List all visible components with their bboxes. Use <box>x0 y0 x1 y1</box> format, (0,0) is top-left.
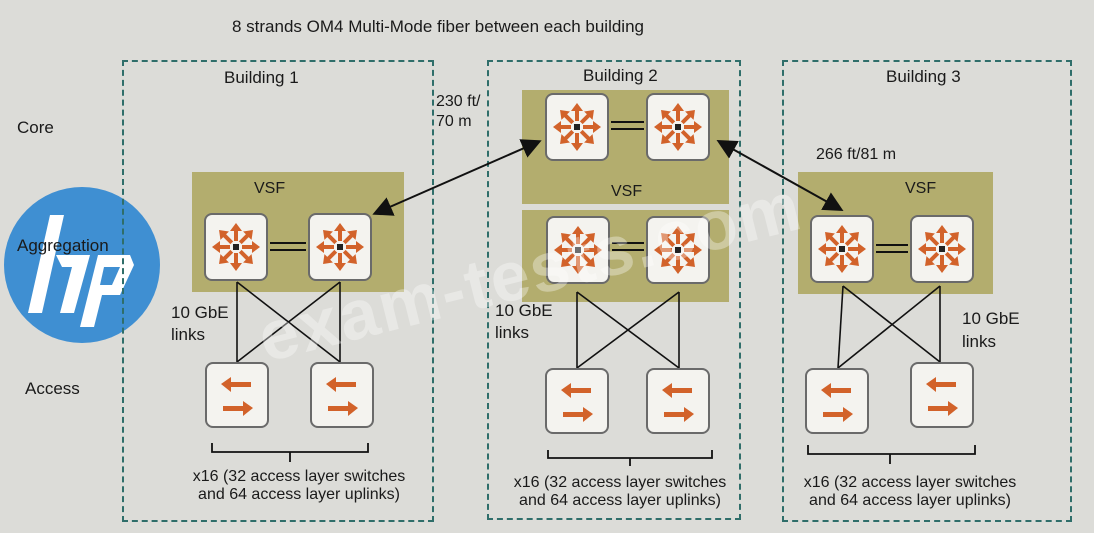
b3-links-line-2: links <box>962 332 997 351</box>
b2-access-switch-2 <box>646 368 710 434</box>
router-arrows-icon <box>918 225 966 273</box>
distance-b1-b2-m: 70 m <box>436 113 472 130</box>
b1-note-line-1: x16 (32 access layer switches <box>192 468 406 485</box>
building-1-boundary <box>122 60 434 522</box>
building-3-title: Building 3 <box>886 67 961 86</box>
distance-b1-b2: 230 ft/ 70 m <box>436 92 480 132</box>
router-arrows-icon <box>553 103 601 151</box>
b3-aggregation-switch-1 <box>810 215 874 283</box>
building-1-vsf-label: VSF <box>254 180 286 197</box>
diagram-title: 8 strands OM4 Multi-Mode fiber between e… <box>232 17 644 36</box>
b2-access-switch-1 <box>545 368 609 434</box>
switch-arrows-icon <box>821 383 853 422</box>
switch-arrows-icon <box>662 383 694 422</box>
b2-note-line-1: x16 (32 access layer switches <box>513 474 727 491</box>
switch-arrows-icon <box>221 377 253 416</box>
router-arrows-icon <box>554 226 602 274</box>
building-1-title: Building 1 <box>224 68 299 87</box>
hp-logo <box>4 187 160 343</box>
b2-links-line-1: 10 GbE <box>495 301 553 320</box>
b1-access-switch-1 <box>205 362 269 428</box>
b3-links-label: 10 GbE links <box>962 307 1020 353</box>
b3-note-line-1: x16 (32 access layer switches <box>803 474 1017 491</box>
b1-access-note: x16 (32 access layer switches and 64 acc… <box>174 468 424 505</box>
b3-aggregation-switch-2 <box>910 215 974 283</box>
layer-label-access: Access <box>25 379 80 398</box>
layer-label-aggregation: Aggregation <box>17 236 109 255</box>
b2-core-switch-2 <box>646 93 710 161</box>
router-arrows-icon <box>818 225 866 273</box>
building-3-boundary <box>782 60 1072 522</box>
distance-b2-b3: 266 ft/81 m <box>816 146 897 163</box>
b2-aggregation-switch-1 <box>546 216 610 284</box>
switch-arrows-icon <box>326 377 358 416</box>
building-3-vsf-label: VSF <box>905 180 937 197</box>
b2-links-line-2: links <box>495 323 530 342</box>
switch-arrows-icon <box>561 383 593 422</box>
b2-note-line-2: and 64 access layer uplinks) <box>519 492 721 510</box>
b3-access-switch-1 <box>805 368 869 434</box>
fiber-link-b2-b3 <box>716 140 844 211</box>
b2-core-switch-1 <box>545 93 609 161</box>
router-arrows-icon <box>654 103 702 151</box>
b3-note-line-2: and 64 access layer uplinks) <box>809 492 1011 510</box>
building-2-vsf-label: VSF <box>611 183 643 200</box>
b2-links-label: 10 GbE links <box>495 300 553 344</box>
b1-links-label: 10 GbE links <box>171 302 229 346</box>
building-2-boundary <box>487 60 741 520</box>
b3-links-line-1: 10 GbE <box>962 309 1020 328</box>
b2-access-note: x16 (32 access layer switches and 64 acc… <box>495 474 745 511</box>
layer-label-core: Core <box>17 118 54 137</box>
b3-access-note: x16 (32 access layer switches and 64 acc… <box>782 474 1038 511</box>
fiber-link-b1-b2 <box>372 139 542 216</box>
b1-aggregation-switch-2 <box>308 213 372 281</box>
b1-links-line-2: links <box>171 325 206 344</box>
b3-access-switch-2 <box>910 362 974 428</box>
router-arrows-icon <box>654 226 702 274</box>
b1-links-line-1: 10 GbE <box>171 303 229 322</box>
b2-aggregation-switch-2 <box>646 216 710 284</box>
router-arrows-icon <box>316 223 364 271</box>
building-2-title: Building 2 <box>583 66 658 85</box>
distance-b1-b2-ft: 230 ft/ <box>436 93 481 110</box>
switch-arrows-icon <box>926 377 958 416</box>
b1-aggregation-switch-1 <box>204 213 268 281</box>
b1-access-switch-2 <box>310 362 374 428</box>
b1-note-line-2: and 64 access layer uplinks) <box>198 486 400 504</box>
router-arrows-icon <box>212 223 260 271</box>
